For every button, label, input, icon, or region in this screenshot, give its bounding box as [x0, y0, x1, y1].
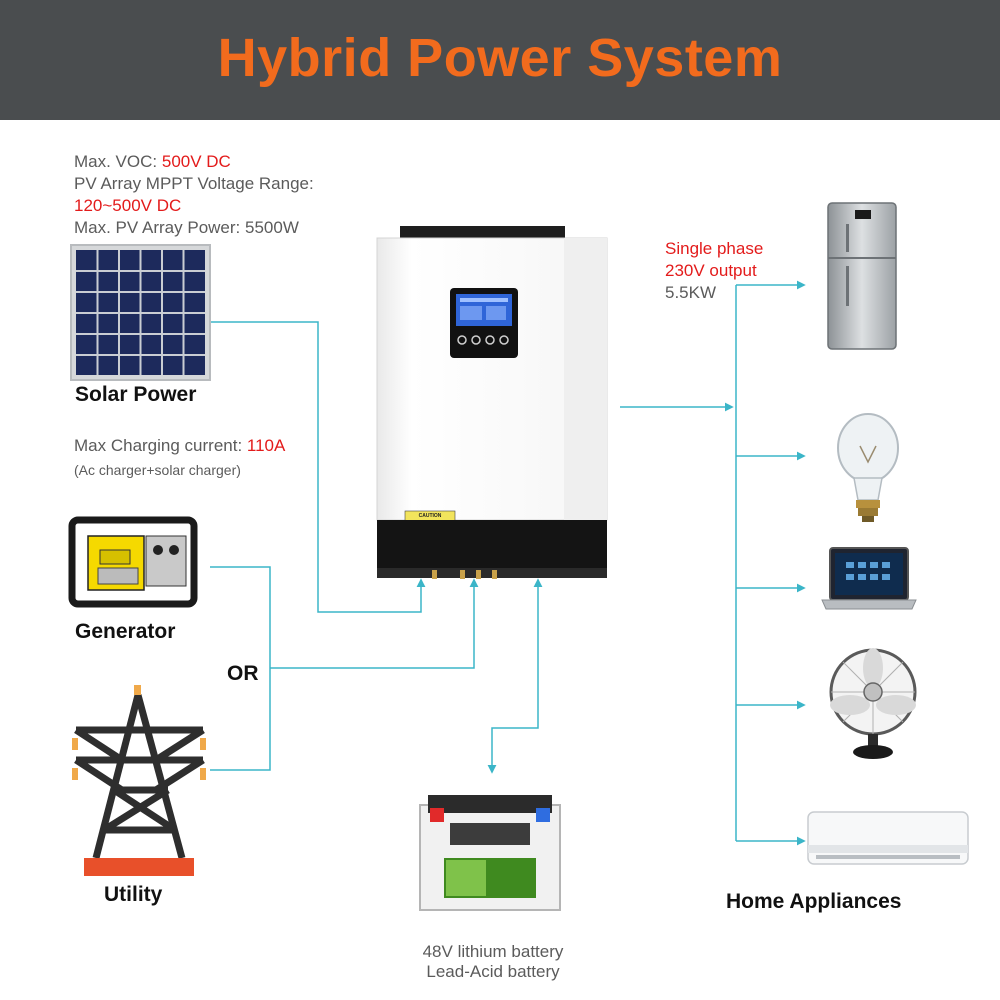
pv-mppt-label: PV Array MPPT Voltage Range: [74, 174, 314, 193]
pv-voc-label: Max. VOC: [74, 152, 162, 171]
battery-lithium-label: 48V lithium battery [422, 942, 564, 961]
battery-link-line [487, 578, 543, 774]
fan-icon [829, 648, 917, 759]
solar-power-label: Solar Power [75, 383, 197, 406]
utility-tower-icon [74, 694, 205, 859]
output-phase-label: Single phase [665, 239, 764, 258]
generator-icon [68, 516, 198, 608]
pv-mppt-value: 120~500V DC [74, 196, 182, 215]
page-title: Hybrid Power System [217, 28, 783, 88]
home-appliances-label: Home Appliances [726, 890, 902, 913]
utility-label: Utility [104, 883, 163, 906]
output-voltage-label: 230V output [665, 261, 757, 280]
utility-insulators-icon [72, 685, 206, 780]
battery-lead-acid-label: Lead-Acid battery [426, 962, 560, 981]
solar-to-inverter-line [210, 321, 426, 613]
charging-note: (Ac charger+solar charger) [74, 462, 241, 478]
pv-voc-value: 500V DC [161, 152, 231, 171]
pv-voc-spec: Max. VOC: 500V DC [74, 151, 231, 173]
laptop-icon [821, 547, 917, 610]
connector-lines [210, 280, 806, 846]
pv-power-spec: Max. PV Array Power: 5500W [74, 218, 299, 237]
utility-merge-line [270, 578, 479, 669]
utility-base-icon [84, 858, 194, 876]
output-power-label: 5.5KW [665, 283, 717, 302]
light-bulb-icon [837, 413, 899, 522]
air-conditioner-icon [807, 811, 969, 865]
inverter-caution-label: CAUTION [418, 513, 442, 519]
charging-current-label: Max Charging current: [74, 436, 247, 455]
charging-current-value: 110A [246, 436, 286, 455]
header-bar [0, 0, 1000, 120]
battery-icon [419, 795, 561, 911]
solar-panel-icon [70, 244, 211, 381]
charging-current-spec: Max Charging current: 110A [74, 435, 285, 457]
or-label: OR [227, 662, 259, 685]
inverter-device [376, 226, 608, 579]
refrigerator-icon [827, 202, 897, 350]
generator-label: Generator [75, 620, 176, 643]
